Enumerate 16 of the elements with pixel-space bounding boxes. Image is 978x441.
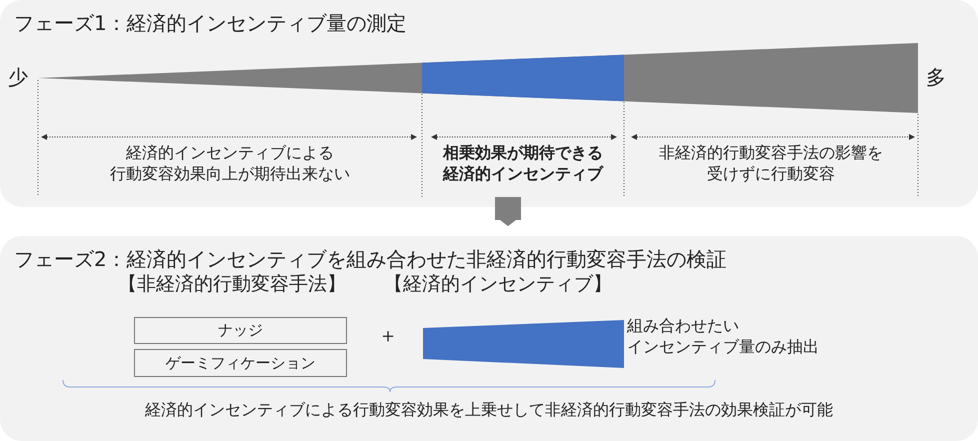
range-label: 非経済的行動変容手法の影響を受けずに行動変容	[658, 143, 884, 185]
method-box: ナッジ	[134, 317, 347, 344]
range-label: 経済的インセンティブによる行動変容効果向上が期待出来ない	[109, 143, 351, 185]
phase-title: フェーズ2：経済的インセンティブを組み合わせた非経済的行動変容手法の検証	[14, 246, 727, 273]
category-heading: 【非経済的行動変容手法】	[118, 272, 347, 297]
block-arrow	[495, 197, 521, 226]
range-label: 相乗効果が期待できる経済的インセンティブ	[442, 143, 605, 185]
plus-sign: ＋	[377, 322, 399, 348]
scale-label: 少	[8, 64, 29, 90]
scale-label: 多	[926, 64, 947, 90]
phase-panel	[0, 236, 978, 441]
category-heading: 【経済的インセンティブ】	[384, 272, 613, 297]
phase-title: フェーズ1：経済的インセンティブ量の測定	[14, 10, 407, 37]
method-box: ゲーミフィケーション	[134, 349, 347, 377]
conclusion-text: 経済的インセンティブによる行動変容効果を上乗せして非経済的行動変容手法の効果検証が可能	[144, 400, 834, 421]
annotation-text: 組み合わせたいインセンティブ量のみ抽出	[627, 316, 820, 358]
